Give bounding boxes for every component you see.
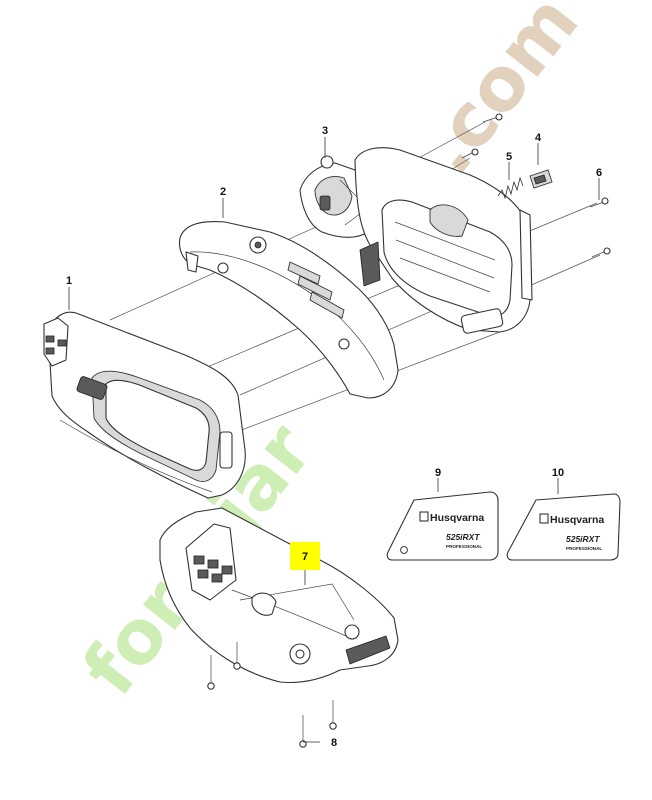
screw: [591, 247, 611, 258]
callout-numbers: 1 2 3 4 5 6 7 8 9 10: [66, 125, 602, 749]
screw: [461, 148, 479, 159]
callout-7: 7: [302, 551, 308, 563]
brand-logo-icon: [419, 511, 429, 522]
part-motor-unit: [299, 155, 377, 238]
callout-1: 1: [66, 275, 72, 287]
screw: [233, 642, 241, 670]
callout-8: 8: [331, 737, 337, 749]
screws-top: [461, 113, 611, 258]
decal-right-tag: PROFESSIONAL: [566, 546, 602, 551]
part-spring: [497, 176, 524, 200]
callout-9: 9: [435, 467, 441, 479]
callout-4: 4: [535, 132, 542, 144]
decal-left: Husqvarna 525iRXT PROFESSIONAL: [386, 491, 499, 561]
brand-logo-icon: [539, 513, 549, 524]
decal-left-brand: Husqvarna: [430, 512, 484, 524]
highlight-box: [290, 542, 320, 570]
part-clip: [529, 169, 553, 189]
decal-left-tag: PROFESSIONAL: [446, 544, 482, 549]
decal-left-model: 525iRXT: [446, 532, 480, 542]
screw: [482, 113, 503, 123]
screw: [589, 197, 609, 208]
screw: [329, 700, 337, 730]
callout-6: 6: [596, 167, 602, 179]
decal-right-model: 525iRXT: [566, 534, 600, 544]
part-top-handle: [178, 221, 399, 399]
decal-right: Husqvarna 525iRXT PROFESSIONAL: [506, 493, 621, 561]
callout-5: 5: [506, 151, 512, 163]
screw: [207, 655, 215, 690]
callout-10: 10: [552, 467, 564, 479]
callout-leaders: [68, 137, 600, 743]
bluetooth-icon: [400, 546, 408, 554]
part-bottom-cover: [159, 507, 399, 684]
callout-3: 3: [322, 125, 328, 137]
decal-right-brand: Husqvarna: [550, 514, 604, 526]
callout-2: 2: [220, 186, 226, 198]
part-front-frame: [43, 311, 246, 499]
screws-bottom: [207, 642, 337, 748]
part-rear-housing: [354, 147, 533, 334]
